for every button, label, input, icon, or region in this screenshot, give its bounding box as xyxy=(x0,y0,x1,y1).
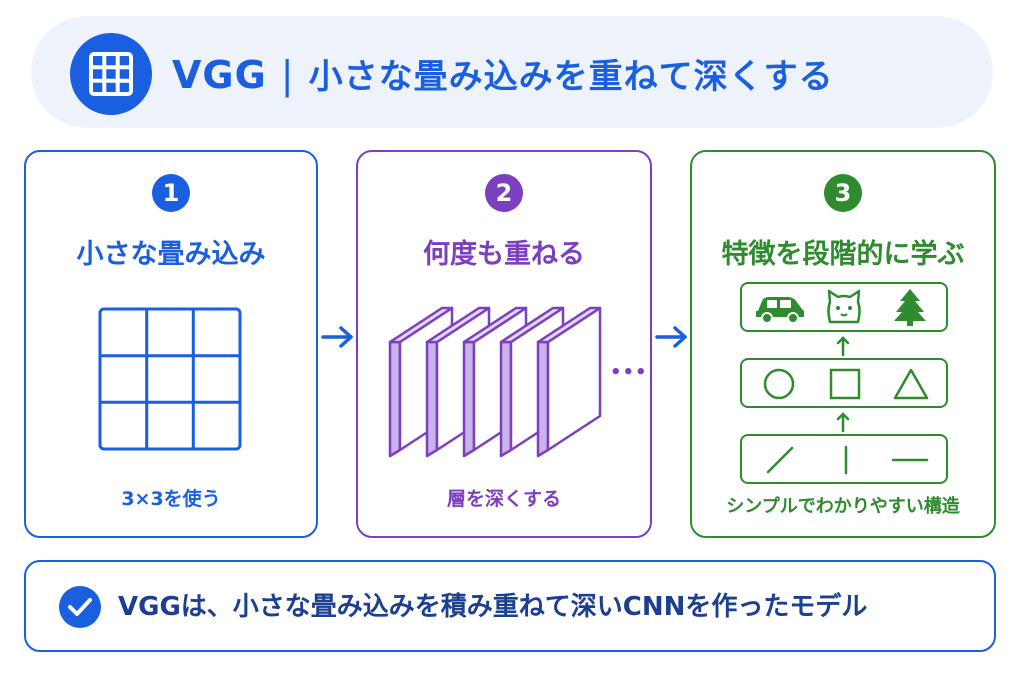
layer-slab-top xyxy=(499,306,565,344)
tree-icon xyxy=(894,289,926,326)
layer-slab-top xyxy=(388,306,454,344)
layer-slab-side xyxy=(499,340,513,458)
layer-slab-side xyxy=(388,340,402,458)
step-badge-2: 2 xyxy=(485,174,523,212)
3x3-grid-icon xyxy=(98,307,242,451)
layer-slab-top xyxy=(536,306,602,344)
step-badge-3: 3 xyxy=(824,174,862,212)
grid-icon xyxy=(70,33,152,115)
summary-box xyxy=(24,560,996,652)
page-title: VGG | 小さな畳み込みを重ねて深くする xyxy=(172,40,834,110)
car-icon xyxy=(756,297,804,324)
panel-caption-2: 層を深くする xyxy=(446,488,561,510)
panel-caption-1: 3×3を使う xyxy=(121,488,221,510)
circle-icon xyxy=(763,368,795,400)
diagonal-line-icon xyxy=(766,446,794,474)
layer-slab-top xyxy=(462,306,528,344)
title-separator: | xyxy=(280,53,295,97)
title-subtitle: 小さな畳み込みを重ねて深くする xyxy=(308,57,834,97)
arrow-right-icon xyxy=(655,326,687,348)
header-banner xyxy=(31,16,993,128)
layer-slab-side xyxy=(536,340,550,458)
arrow-up-icon xyxy=(836,412,850,433)
step-badge-1: 1 xyxy=(152,174,190,212)
more-layers-ellipsis: ••• xyxy=(610,362,648,383)
layer-slab-top xyxy=(425,306,491,344)
panel-caption-3: シンプルでわかりやすい構造 xyxy=(726,496,960,517)
arrow-right-icon xyxy=(321,326,353,348)
vertical-line-icon xyxy=(844,445,848,475)
panel-stack-layers: 2 何度も重ねる ••• 層を深くする xyxy=(356,150,652,538)
panel-small-convolution: 1 小さな畳み込み 3×3を使う xyxy=(24,150,318,538)
stacked-layers-icon xyxy=(388,306,602,458)
panel-title-3: 特徴を段階的に学ぶ xyxy=(721,239,965,270)
summary-text: VGGは、小さな畳み込みを積み重ねて深いCNNを作ったモデル xyxy=(118,592,868,622)
feature-level-objects xyxy=(740,282,948,332)
cat-icon xyxy=(827,289,861,324)
panel-title-2: 何度も重ねる xyxy=(423,239,585,270)
square-icon xyxy=(829,368,861,400)
triangle-icon xyxy=(893,368,929,400)
feature-level-edges xyxy=(740,434,948,484)
panel-hierarchical-features: 3 特徴を段階的に学ぶ xyxy=(690,150,996,538)
title-vgg: VGG xyxy=(172,53,267,97)
panel-title-1: 小さな畳み込み xyxy=(76,239,266,270)
layer-slab-side xyxy=(425,340,439,458)
check-circle-icon xyxy=(59,586,101,628)
feature-level-shapes xyxy=(740,358,948,408)
arrow-up-icon xyxy=(836,336,850,357)
layer-slab-side xyxy=(462,340,476,458)
horizontal-line-icon xyxy=(891,458,929,462)
